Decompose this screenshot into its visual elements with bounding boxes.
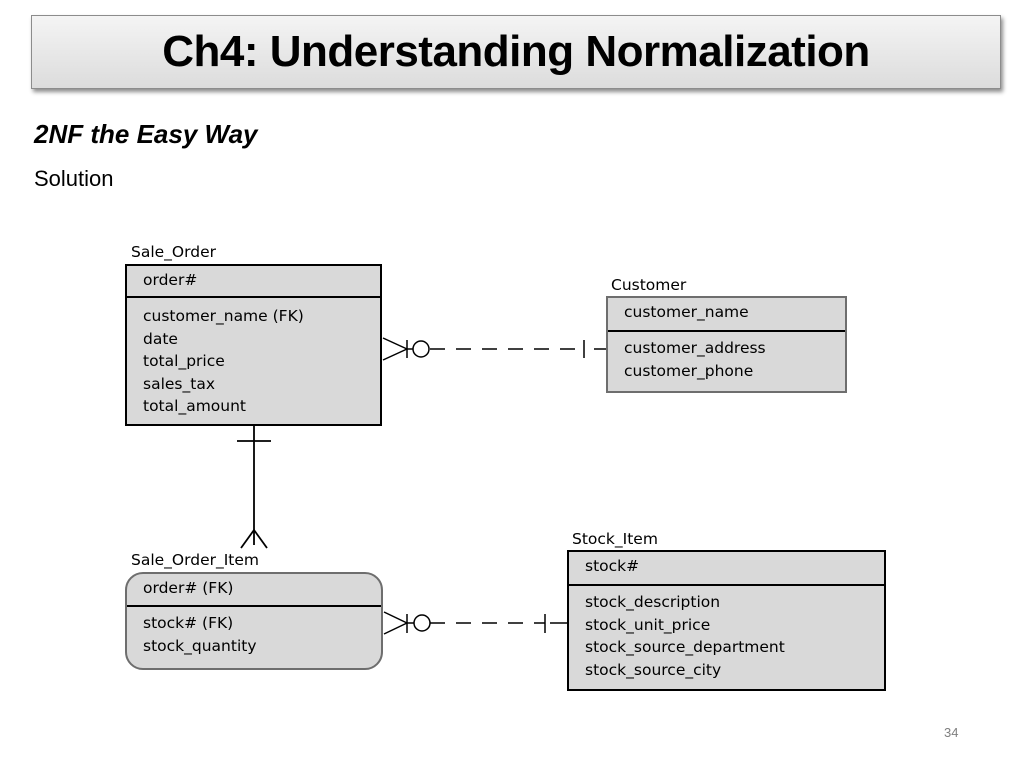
stock-item-attributes: stock_description stock_unit_price stock… [569,586,884,681]
customer-attribute: customer_address [624,339,766,357]
sale-order-attribute: total_price [143,352,225,370]
stock-item-entity: stock# stock_description stock_unit_pric… [567,550,886,691]
sale-order-attributes: customer_name (FK) date total_price sale… [127,298,380,418]
sale-order-attribute: customer_name (FK) [143,307,304,325]
customer-key: customer_name [608,298,845,332]
sale-order-entity: order# customer_name (FK) date total_pri… [125,264,382,426]
stock-item-key: stock# [569,552,884,586]
sale-order-customer-relationship [382,337,606,361]
sale-order-attribute: date [143,329,178,348]
stock-item-attribute: stock_description [585,593,721,611]
sale-order-name: Sale_Order [131,243,216,261]
stock-item-name: Stock_Item [572,530,658,548]
sale-order-item-attributes: stock# (FK) stock_quantity [127,607,381,657]
stock-item-attribute: stock_unit_price [585,615,711,634]
customer-entity: customer_name customer_address customer_… [606,296,847,393]
slide-number: 34 [944,725,959,740]
sale-order-item-attribute: stock# (FK) [143,614,234,632]
stock-item-attribute: stock_source_city [585,660,722,679]
customer-name: Customer [611,276,687,294]
sale-order-item-attribute: stock_quantity [143,636,257,655]
slide-subtitle: 2NF the Easy Way [34,119,258,149]
customer-attribute: customer_phone [624,361,754,380]
sale-order-attribute: total_amount [143,397,246,415]
sale-order-key: order# [127,266,380,298]
stock-item-attribute: stock_source_department [585,638,785,656]
slide-title-bar: Ch4: Understanding Normalization [31,15,1001,89]
sale-order-item-name: Sale_Order_Item [131,551,260,569]
slide-title: Ch4: Understanding Normalization [162,27,870,76]
customer-attributes: customer_address customer_phone [608,332,845,382]
slide-body-text: Solution [34,166,114,191]
order-item-stock-relationship [383,611,567,635]
sale-order-attribute: sales_tax [143,374,215,393]
sale-order-item-entity: order# (FK) stock# (FK) stock_quantity [125,572,383,670]
sale-order-item-relationship [237,426,271,549]
sale-order-item-key: order# (FK) [127,574,381,607]
